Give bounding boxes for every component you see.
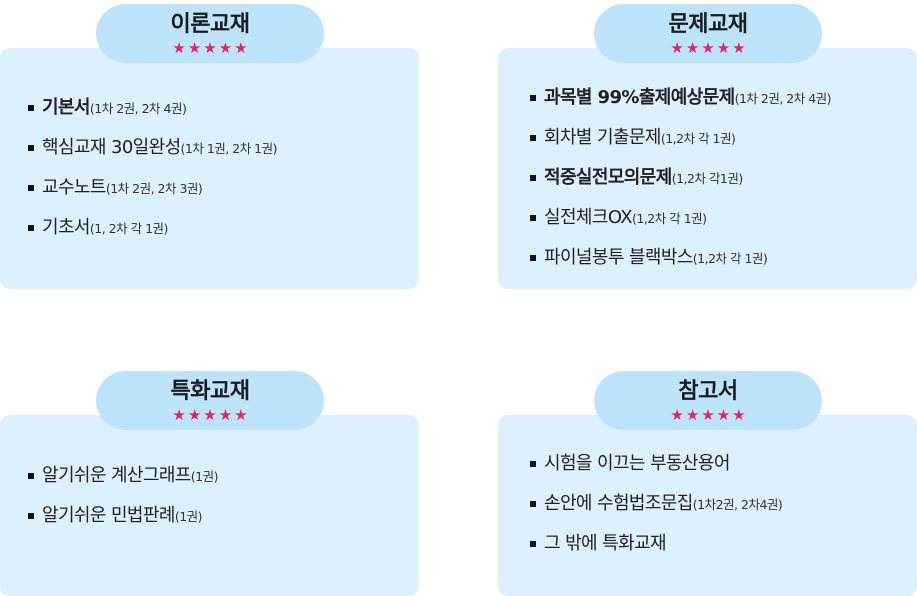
- list-item: 실전체크OX(1,2차 각 1권): [530, 206, 831, 246]
- star-icon: ★: [218, 39, 233, 57]
- problem-books-tab: 문제교재 ★★★★★: [594, 4, 822, 63]
- list-item: 그 밖에 특화교재: [530, 532, 782, 572]
- bullet-icon: [530, 95, 536, 101]
- star-icon: ★: [172, 406, 186, 424]
- list-item: 핵심교재 30일완성(1차 1권, 2차 1권): [28, 136, 278, 176]
- book-title: 손안에 수험법조문집: [544, 493, 693, 514]
- star-icon: ★: [716, 406, 731, 424]
- book-title: 기본서: [42, 97, 90, 118]
- section-title: 참고서: [678, 379, 738, 404]
- star-icon: ★: [172, 39, 186, 57]
- book-title: 회차별 기출문제: [544, 127, 661, 148]
- book-volumes: (1,2차 각1권): [671, 171, 744, 186]
- problem-books-card: [498, 48, 917, 289]
- section-title: 문제교재: [668, 12, 748, 37]
- list-item: 손안에 수험법조문집(1차2권, 2차4권): [530, 492, 783, 532]
- rating-stars: ★★★★★: [96, 40, 324, 56]
- bullet-icon: [530, 541, 536, 547]
- bullet-icon: [28, 185, 34, 191]
- star-icon: ★: [234, 406, 248, 424]
- section-title: 특화교재: [170, 379, 250, 404]
- book-volumes: (1권): [174, 509, 203, 524]
- theory-books-list: 기본서(1차 2권, 2차 4권) 핵심교재 30일완성(1차 1권, 2차 1…: [28, 96, 278, 256]
- special-books-list: 알기쉬운 계산그래프(1권) 알기쉬운 민법판례(1권): [28, 464, 218, 544]
- list-item: 시험을 이끄는 부동산용어: [530, 452, 782, 492]
- book-title: 기초서: [42, 217, 90, 238]
- book-title: 핵심교재 30일완성: [42, 137, 181, 158]
- list-item: 기초서(1, 2차 각 1권): [28, 216, 277, 256]
- bullet-icon: [28, 105, 34, 111]
- star-icon: ★: [732, 39, 746, 57]
- reference-books-card: [498, 415, 917, 596]
- book-volumes: (1권): [190, 469, 219, 484]
- star-icon: ★: [701, 39, 715, 57]
- star-icon: ★: [218, 406, 233, 424]
- book-volumes: (1차 1권, 2차 1권): [180, 141, 278, 156]
- star-icon: ★: [670, 406, 684, 424]
- bullet-icon: [28, 145, 34, 151]
- bullet-icon: [28, 225, 34, 231]
- problem-books-list: 과목별 99%출제예상문제(1차 2권, 2차 4권) 회차별 기출문제(1,2…: [530, 86, 832, 286]
- star-icon: ★: [701, 406, 715, 424]
- book-title: 파이널봉투 블랙박스: [544, 247, 693, 268]
- bullet-icon: [530, 135, 536, 141]
- reference-books-tab: 참고서 ★★★★★: [594, 371, 822, 430]
- bullet-icon: [530, 461, 536, 467]
- bullet-icon: [28, 473, 34, 479]
- bullet-icon: [530, 175, 536, 181]
- star-icon: ★: [234, 39, 248, 57]
- book-volumes: (1차 2권, 2차 4권): [734, 91, 832, 106]
- book-volumes: (1차 2권, 2차 3권): [105, 181, 203, 196]
- reference-books-list: 시험을 이끄는 부동산용어 손안에 수험법조문집(1차2권, 2차4권) 그 밖…: [530, 452, 783, 572]
- book-title: 시험을 이끄는 부동산용어: [544, 453, 730, 474]
- star-icon: ★: [685, 406, 700, 424]
- star-icon: ★: [203, 39, 217, 57]
- star-icon: ★: [187, 406, 202, 424]
- list-item: 과목별 99%출제예상문제(1차 2권, 2차 4권): [530, 86, 832, 126]
- bullet-icon: [530, 215, 536, 221]
- star-icon: ★: [716, 39, 731, 57]
- bullet-icon: [28, 513, 34, 519]
- section-title: 이론교재: [170, 12, 250, 37]
- list-item: 회차별 기출문제(1,2차 각 1권): [530, 126, 831, 166]
- special-books-card: [0, 415, 419, 596]
- rating-stars: ★★★★★: [96, 407, 324, 423]
- theory-books-tab: 이론교재 ★★★★★: [96, 4, 324, 63]
- book-title: 알기쉬운 계산그래프: [42, 465, 191, 486]
- book-title: 알기쉬운 민법판례: [42, 505, 175, 526]
- book-volumes: (1,2차 각 1권): [660, 131, 736, 146]
- list-item: 파이널봉투 블랙박스(1,2차 각 1권): [530, 246, 831, 286]
- list-item: 알기쉬운 계산그래프(1권): [28, 464, 218, 504]
- star-icon: ★: [685, 39, 700, 57]
- list-item: 교수노트(1차 2권, 2차 3권): [28, 176, 277, 216]
- star-icon: ★: [732, 406, 746, 424]
- star-icon: ★: [203, 406, 217, 424]
- book-volumes: (1차2권, 2차4권): [692, 497, 783, 512]
- special-books-tab: 특화교재 ★★★★★: [96, 371, 324, 430]
- book-volumes: (1차 2권, 2차 4권): [89, 101, 187, 116]
- bullet-icon: [530, 501, 536, 507]
- star-icon: ★: [670, 39, 684, 57]
- rating-stars: ★★★★★: [594, 407, 822, 423]
- book-title: 교수노트: [42, 177, 106, 198]
- book-volumes: (1,2차 각 1권): [692, 251, 768, 266]
- theory-books-card: [0, 48, 419, 289]
- list-item: 기본서(1차 2권, 2차 4권): [28, 96, 277, 136]
- book-title: 적중실전모의문제: [544, 167, 672, 188]
- book-title: 그 밖에 특화교재: [544, 533, 667, 554]
- rating-stars: ★★★★★: [594, 40, 822, 56]
- star-icon: ★: [187, 39, 202, 57]
- list-item: 적중실전모의문제(1,2차 각1권): [530, 166, 831, 206]
- book-volumes: (1, 2차 각 1권): [89, 221, 169, 236]
- book-volumes: (1,2차 각 1권): [632, 211, 707, 226]
- bullet-icon: [530, 255, 536, 261]
- book-title: 과목별 99%출제예상문제: [544, 87, 735, 108]
- list-item: 알기쉬운 민법판례(1권): [28, 504, 218, 544]
- book-title: 실전체크OX: [544, 207, 633, 228]
